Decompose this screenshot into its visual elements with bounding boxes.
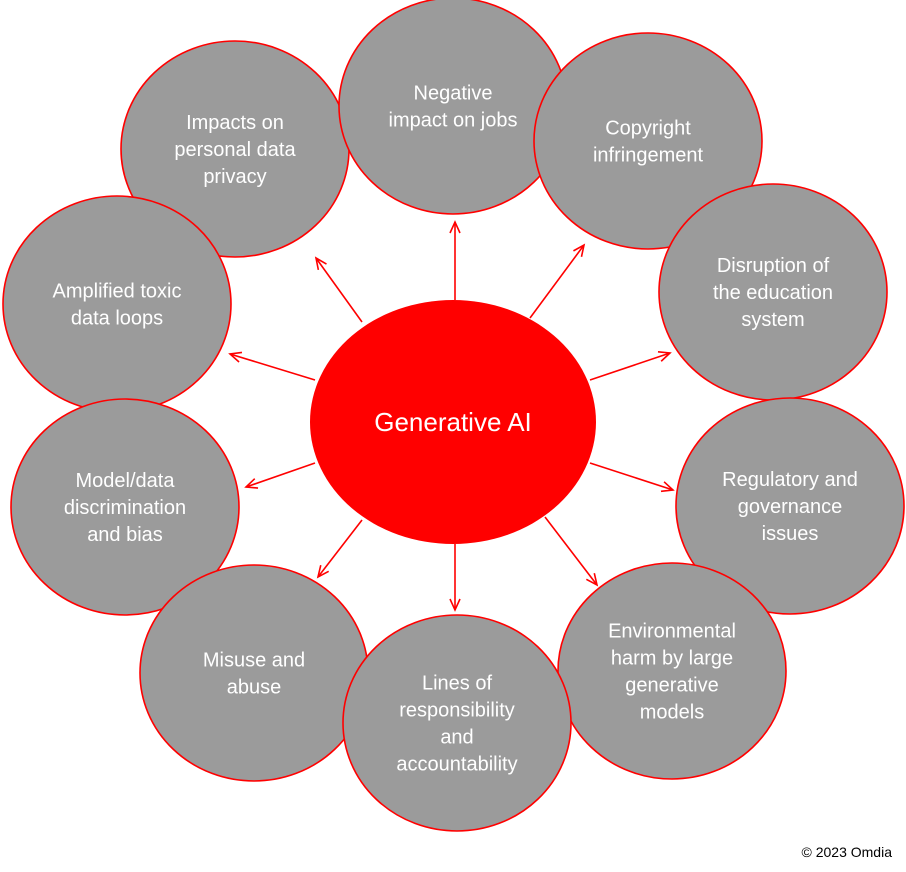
arrow-to-environment	[544, 516, 599, 587]
node-label-line: Disruption of	[717, 255, 830, 277]
center-label: Generative AI	[374, 407, 532, 437]
node-label-line: Regulatory and	[722, 469, 858, 491]
node-privacy: Impacts on personal data privacy	[120, 40, 350, 258]
node-label-line: system	[741, 309, 804, 331]
node-misuse: Misuse and abuse	[139, 564, 369, 782]
node-label-line: infringement	[593, 145, 704, 167]
node-circle	[342, 614, 572, 832]
node-label-line: privacy	[203, 166, 266, 188]
node-circle	[10, 398, 240, 616]
node-label-line: and	[440, 727, 473, 749]
node-label-line: data loops	[71, 308, 163, 330]
node-label-line: and bias	[87, 524, 163, 546]
node-circle	[533, 32, 763, 250]
node-bias: Model/data discrimination and bias	[10, 398, 240, 616]
node-circle	[139, 564, 369, 782]
center-ellipse	[310, 300, 596, 544]
node-jobs: Negative impact on jobs	[338, 0, 568, 215]
node-label-line: Negative	[414, 83, 493, 105]
node-label-line: impact on jobs	[389, 110, 518, 132]
arrow-to-toxic	[228, 351, 316, 381]
node-circle	[557, 562, 787, 780]
node-copyright: Copyright infringement	[533, 32, 763, 250]
node-circle	[338, 0, 568, 215]
node-circle	[2, 195, 232, 413]
node-label-line: models	[640, 702, 704, 724]
node-label-line: accountability	[396, 754, 517, 776]
node-label-line: harm by large	[611, 648, 733, 670]
arrow-to-bias	[244, 462, 316, 489]
node-label-line: Copyright	[605, 118, 691, 140]
node-label-line: personal data	[174, 139, 296, 161]
node-label-line: governance	[738, 496, 843, 518]
copyright-notice: © 2023 Omdia	[801, 844, 892, 860]
node-label-line: Misuse and	[203, 650, 305, 672]
node-regulatory: Regulatory and governance issues	[675, 397, 905, 615]
node-label-line: Model/data	[76, 470, 176, 492]
node-responsibility: Lines of responsibility and accountability	[342, 614, 572, 832]
node-label-line: Amplified toxic	[53, 281, 182, 303]
node-environment: Environmental harm by large generative mode…	[557, 562, 787, 780]
arrow-to-privacy	[314, 256, 363, 323]
node-label-line: abuse	[227, 677, 282, 699]
node-label-line: Lines of	[422, 673, 492, 695]
node-label-line: generative	[625, 675, 718, 697]
node-circle	[675, 397, 905, 615]
arrow-to-misuse	[316, 519, 363, 579]
node-toxic: Amplified toxic data loops	[2, 195, 232, 413]
node-label-line: discrimination	[64, 497, 186, 519]
arrow-to-copyright	[529, 243, 586, 319]
node-label-line: issues	[762, 523, 819, 545]
node-label-line: Environmental	[608, 621, 736, 643]
node-label-line: responsibility	[399, 700, 515, 722]
arrow-to-education	[589, 350, 672, 381]
center-node: Generative AI	[310, 300, 596, 544]
node-label-line: the education	[713, 282, 833, 304]
arrow-to-regulatory	[589, 462, 675, 493]
node-education: Disruption of the education system	[658, 183, 888, 401]
node-label-line: Impacts on	[186, 112, 284, 134]
